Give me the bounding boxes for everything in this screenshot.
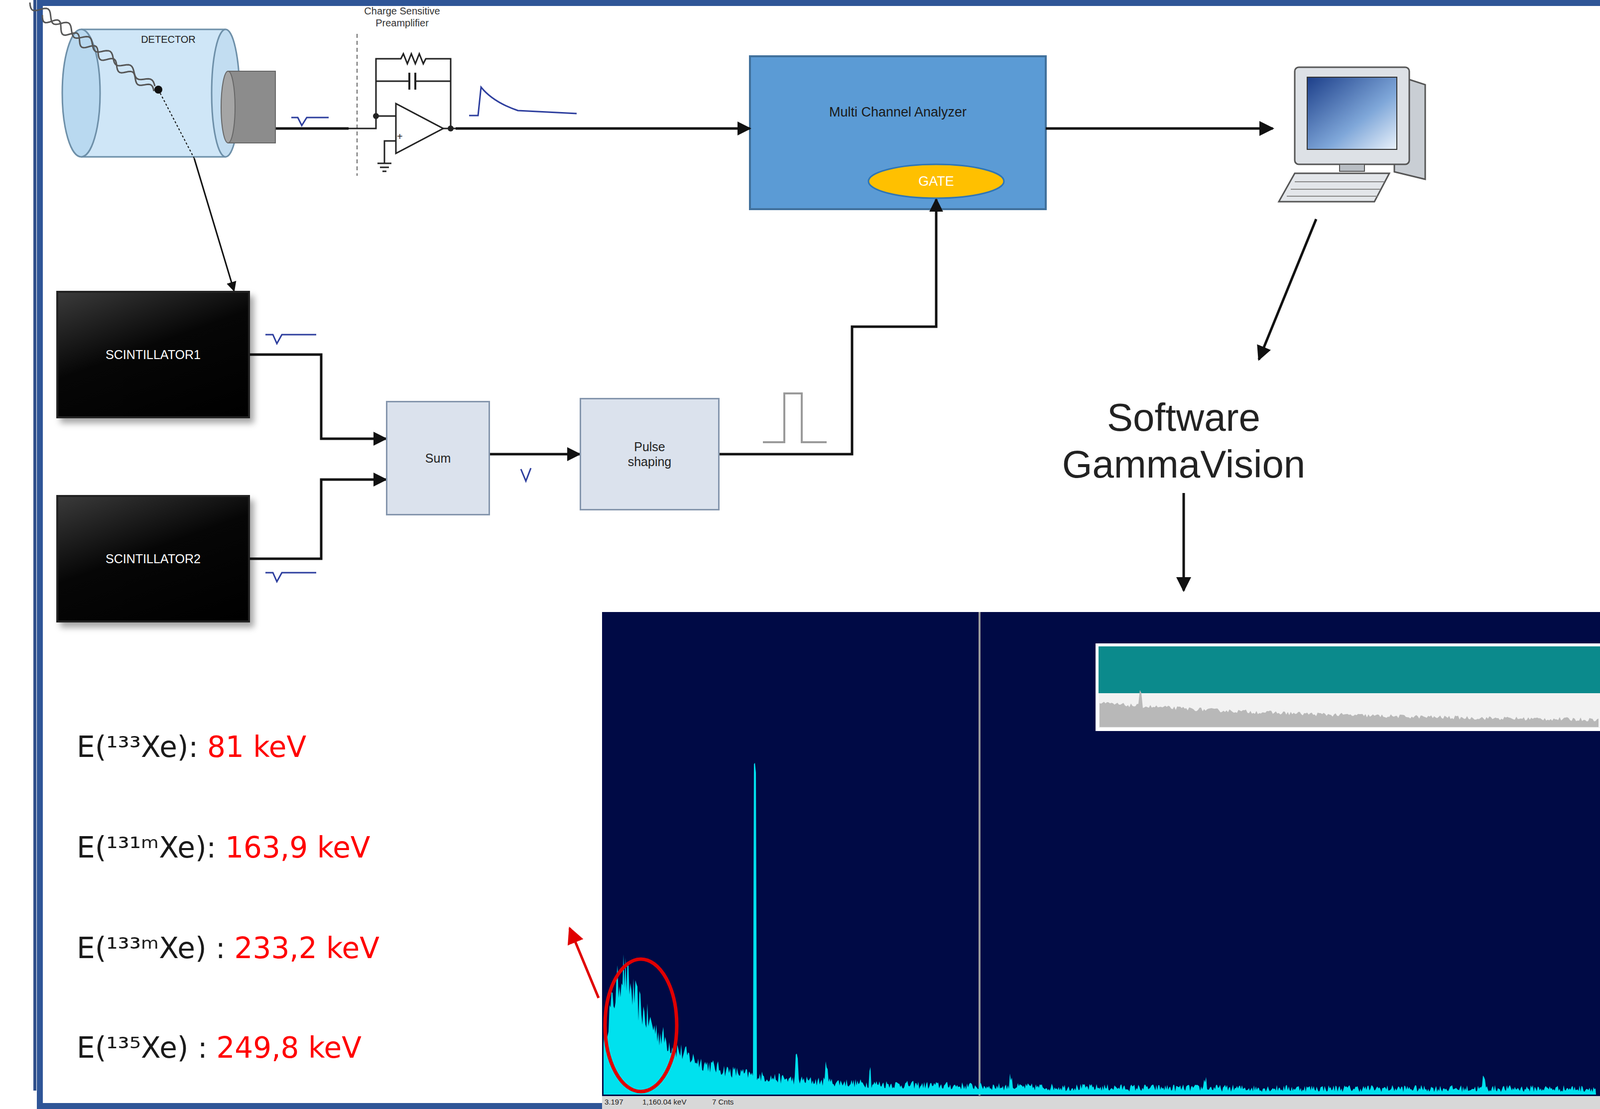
- node-text: Sum: [425, 450, 451, 466]
- waveform: [291, 117, 329, 126]
- monitor-stand: [1339, 164, 1365, 172]
- amplifier-wiring: [348, 53, 456, 164]
- node-text: DETECTOR: [140, 33, 196, 46]
- shape-outline: [61, 28, 276, 159]
- interaction-dot: [154, 85, 163, 94]
- shape-outline: [348, 3, 456, 179]
- monitor: [1294, 67, 1410, 165]
- overview-trace: [1099, 690, 1599, 728]
- capacitor-symbol: [409, 72, 416, 90]
- spectrum-trace: [603, 762, 1597, 1095]
- cylinder-edge: [81, 29, 226, 157]
- energy-value: 81 keV: [207, 730, 307, 765]
- status-text: 7 Cnts: [712, 1097, 734, 1107]
- connector: [275, 127, 349, 130]
- preamplifier: Charge Sensitive Preamplifier: [348, 3, 456, 179]
- arrow: [1045, 127, 1273, 130]
- callout-arrow: [569, 928, 599, 998]
- node-text: Multi Channel Analyzer: [829, 104, 967, 121]
- node-text: SCINTILLATOR1: [105, 347, 201, 363]
- keyboard: [1278, 173, 1390, 202]
- mca-fill: [749, 56, 1046, 210]
- cylinder-body: [81, 29, 226, 157]
- status-text: 3.197: [604, 1097, 624, 1107]
- junction-dot: [372, 113, 379, 120]
- opamp-symbol: [395, 103, 444, 154]
- monitor-screen: [1307, 77, 1397, 150]
- connector: [249, 479, 386, 559]
- gate-ellipse: GATE: [867, 163, 1005, 200]
- energy-value: 163,9 keV: [225, 830, 370, 866]
- software-label: Software GammaVision: [1054, 394, 1314, 488]
- waveform: [265, 334, 317, 344]
- isotope-label: E(¹³³Xe):: [76, 730, 199, 765]
- shaping-box: Pulse shaping: [579, 397, 720, 511]
- pin-sign: +: [396, 130, 403, 143]
- detector-cap-end: [221, 71, 236, 143]
- leader-line: [158, 89, 195, 159]
- energy-value: 233,2 keV: [234, 931, 380, 967]
- waveform: [520, 468, 531, 482]
- frame-line: [33, 0, 37, 1091]
- junction-dot: [447, 125, 454, 132]
- waveform: [469, 87, 577, 116]
- highlight-ellipse: [605, 959, 677, 1092]
- connector: [194, 158, 235, 291]
- cursor-line: [978, 612, 981, 1096]
- waveform: [265, 572, 317, 582]
- arrow: [1258, 219, 1317, 360]
- cylinder-face: [62, 29, 101, 157]
- connector: [455, 127, 750, 130]
- sum-box: Sum: [385, 400, 491, 516]
- scintillator-box: SCINTILLATOR2: [56, 494, 250, 623]
- analyzer-box: Multi Channel AnalyzerGATE: [749, 56, 1046, 210]
- boundary-line: [356, 33, 358, 176]
- ground-symbol: [377, 163, 392, 172]
- node-text: GATE: [918, 173, 955, 190]
- status-text: 1,160.04 keV: [642, 1097, 687, 1107]
- node-text: SCINTILLATOR2: [105, 551, 201, 567]
- isotope-label: E(¹³³ᵐXe) :: [76, 931, 226, 967]
- node-text: Charge Sensitive Preamplifier: [355, 4, 450, 29]
- gamma-ray: [42, 14, 154, 92]
- connector: [719, 199, 937, 455]
- connector: [249, 354, 386, 439]
- gamma-ray: [29, 2, 155, 87]
- node-text: Pulse shaping: [612, 439, 688, 470]
- detector-cylinder: DETECTOR: [61, 28, 276, 159]
- pulse-waveform: [762, 393, 827, 443]
- isotope-label: E(¹³⁵Xe) :: [76, 1030, 208, 1066]
- status-bar: [602, 1096, 1600, 1109]
- scintillator-box: SCINTILLATOR1: [56, 290, 250, 419]
- overview-panel: [1097, 644, 1600, 730]
- keyboard-keys: [1286, 181, 1385, 197]
- connector: [490, 453, 580, 456]
- spectrum: [603, 690, 1599, 1095]
- computer-icon: [1278, 67, 1426, 202]
- energy-value: 249,8 keV: [216, 1030, 362, 1066]
- arrow: [1182, 492, 1186, 591]
- gate-outline: [868, 164, 1004, 199]
- isotope-label: E(¹³¹ᵐXe):: [76, 830, 217, 866]
